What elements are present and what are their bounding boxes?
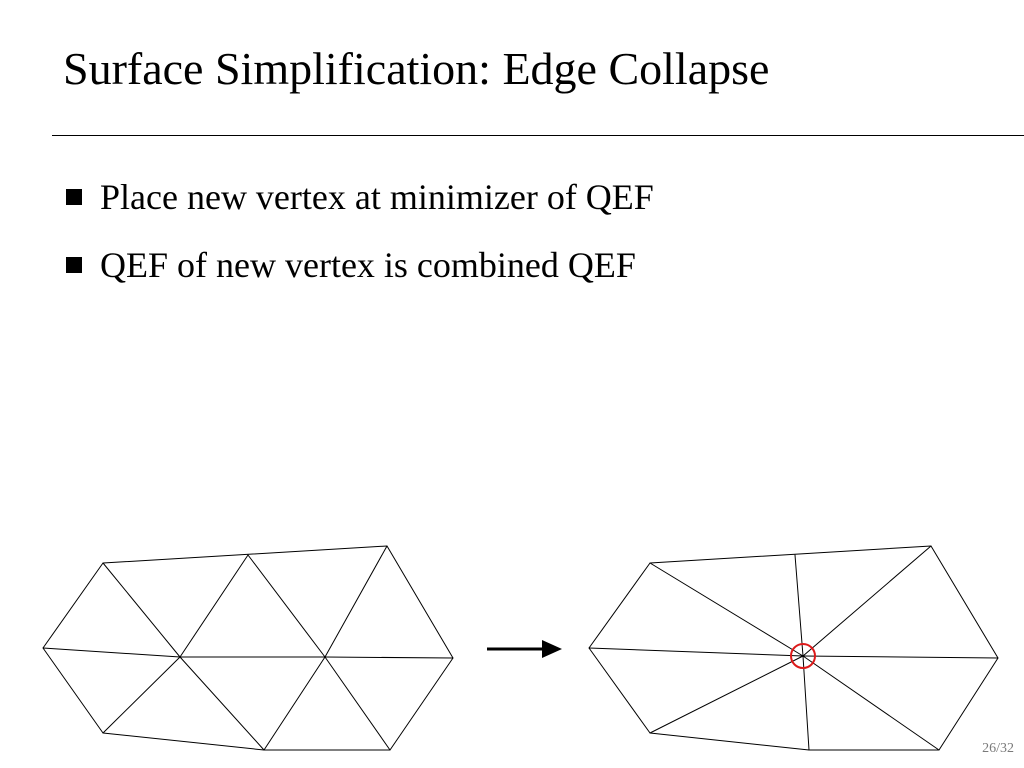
after-mesh-edge [649, 655, 804, 734]
before-mesh-edge [179, 554, 249, 658]
before-mesh-edge [324, 545, 388, 658]
before-mesh-edge [42, 647, 181, 658]
before-mesh-edge [263, 656, 326, 751]
bullet-text: Place new vertex at minimizer of QEF [100, 177, 654, 217]
after-mesh-edge [649, 562, 804, 657]
square-bullet-icon [66, 189, 82, 205]
bullet-list: Place new vertex at minimizer of QEF QEF… [66, 175, 654, 311]
before-mesh-edge [102, 562, 181, 658]
before-mesh [42, 545, 454, 751]
before-mesh-edge [247, 554, 326, 658]
before-mesh-boundary [42, 545, 454, 751]
before-mesh-edge [102, 656, 181, 734]
after-mesh-edge [802, 655, 810, 751]
after-mesh [588, 545, 999, 751]
after-mesh-edge [588, 647, 804, 657]
bullet-item: QEF of new vertex is combined QEF [66, 243, 654, 287]
square-bullet-icon [66, 257, 82, 273]
new-vertex-highlight-icon [790, 643, 816, 669]
before-mesh-edge [324, 656, 391, 751]
title-divider [52, 135, 1024, 136]
after-mesh-edge [794, 554, 804, 657]
slide-title: Surface Simplification: Edge Collapse [63, 43, 770, 94]
bullet-item: Place new vertex at minimizer of QEF [66, 175, 654, 219]
right-arrow-icon [487, 640, 562, 658]
after-mesh-boundary [588, 545, 999, 751]
after-mesh-edge [802, 545, 932, 657]
before-mesh-edge [324, 656, 454, 659]
page-number: 26/32 [982, 741, 1014, 756]
bullet-text: QEF of new vertex is combined QEF [100, 245, 636, 285]
before-mesh-edge [179, 656, 265, 751]
after-mesh-edge [802, 655, 999, 659]
after-mesh-edge [802, 655, 940, 751]
